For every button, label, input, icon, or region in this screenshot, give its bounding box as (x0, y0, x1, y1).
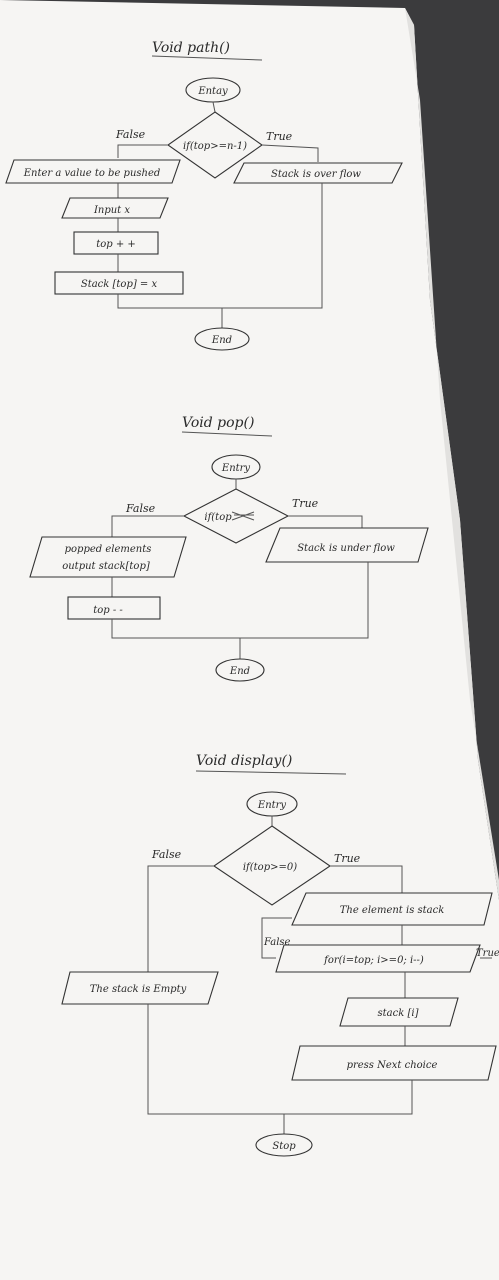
push-prompt-label: Enter a value to be pushed (23, 168, 161, 179)
push-prompt-box (5, 159, 181, 184)
display-next-box (291, 1045, 497, 1081)
pop-title-underline (181, 431, 273, 437)
pop-true-connector (288, 515, 363, 528)
pop-start-label: Entry (221, 463, 251, 474)
pop-decrement-box (67, 596, 161, 620)
pop-underflow-label: Stack is under flow (297, 543, 395, 554)
pop-flowchart: Void pop() Entry if(top False True poppe… (29, 415, 429, 682)
push-condition-label: if(top>=n-1) (183, 141, 247, 152)
display-true-label: True (334, 852, 361, 865)
pop-merge-line (111, 562, 369, 639)
display-empty-box (61, 971, 219, 1005)
pop-condition-scribble (231, 511, 255, 521)
display-stack-i-label: stack [i] (378, 1008, 419, 1019)
pop-end-label: End (229, 666, 250, 677)
push-false-label: False (115, 128, 146, 141)
display-loop-back-line (261, 917, 292, 959)
display-element-label: The element is stack (340, 905, 445, 916)
push-merge-line (117, 183, 323, 309)
pop-output-box (29, 536, 187, 578)
push-end-terminal (194, 327, 250, 351)
pop-false-label: False (125, 502, 156, 515)
display-loop-label: for(i=top; i>=0; i--) (323, 955, 424, 966)
display-loop-box (275, 944, 481, 973)
display-start-label: Entry (257, 800, 287, 811)
push-true-connector (261, 144, 319, 162)
push-end-label: End (211, 335, 232, 346)
push-flowchart: Void path() Entay if(top>=n-1) False Tru… (5, 40, 403, 351)
pop-true-label: True (292, 497, 319, 510)
display-false-label: False (151, 848, 182, 861)
display-element-box (291, 892, 493, 926)
pop-output-line2: output stack[top] (62, 561, 150, 572)
pop-output-line1: popped elements (65, 544, 152, 555)
push-title-underline (151, 55, 263, 61)
push-condition-diamond (167, 111, 263, 179)
pop-underflow-box (265, 527, 429, 563)
push-false-connector (117, 144, 168, 158)
display-title-underline (195, 770, 347, 775)
pop-end-terminal (215, 658, 265, 682)
push-overflow-box (233, 162, 403, 184)
display-false-connector (147, 865, 214, 972)
push-assign-label: Stack [top] = x (81, 279, 158, 290)
display-flowchart: Void display() Entry if(top>=0) False Tr… (61, 753, 499, 1157)
pop-condition-diamond (182, 488, 290, 544)
push-input-label: Input x (93, 205, 130, 216)
push-increment-box (73, 231, 159, 255)
display-title: Void display() (196, 753, 292, 769)
push-overflow-label: Stack is over flow (271, 169, 361, 180)
pop-decrement-label: top - - (93, 605, 123, 616)
push-true-label: True (266, 130, 293, 143)
display-true-connector (330, 865, 403, 893)
push-connector (212, 101, 216, 113)
push-increment-label: top + + (96, 239, 136, 250)
pop-condition-label: if(top (204, 512, 232, 523)
display-empty-label: The stack is Empty (90, 984, 187, 995)
display-merge-line (147, 1004, 413, 1115)
display-condition-diamond (213, 825, 331, 906)
push-input-box (61, 197, 169, 219)
display-stack-i-box (339, 997, 459, 1027)
push-title: Void path() (152, 40, 230, 56)
display-next-label: press Next choice (347, 1060, 438, 1071)
display-stop-terminal (255, 1133, 313, 1157)
pop-title: Void pop() (182, 415, 254, 431)
push-start-label: Entay (197, 86, 228, 97)
display-loop-true-label: True (476, 948, 499, 959)
display-condition-label: if(top>=0) (243, 862, 297, 873)
display-loop-false-label: False (263, 937, 291, 948)
display-stop-label: Stop (272, 1141, 296, 1152)
pop-false-connector (111, 515, 184, 537)
push-assign-box (54, 271, 184, 295)
